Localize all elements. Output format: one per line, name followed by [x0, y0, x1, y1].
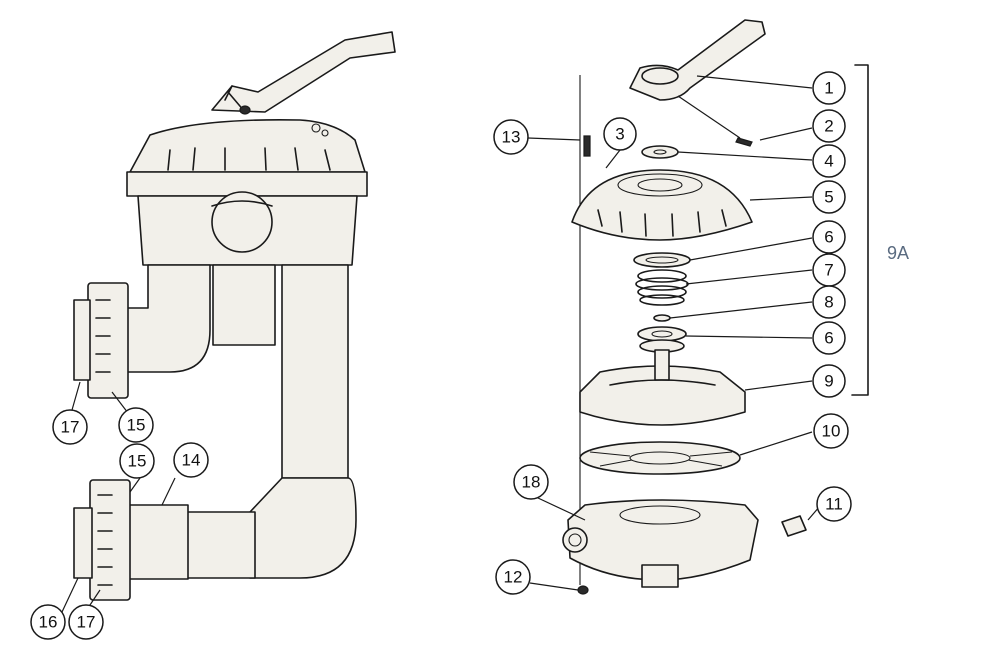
callout-18-label: 18 — [522, 473, 541, 492]
callout-12-label: 12 — [504, 568, 523, 587]
callout-1-label: 1 — [824, 79, 833, 98]
callout-11-label: 11 — [825, 495, 843, 514]
screw-13 — [583, 135, 591, 157]
valve-base-18 — [567, 499, 759, 581]
oring-6-lower — [637, 326, 687, 342]
callout-7-label: 7 — [824, 261, 833, 280]
callout-7: 7 — [812, 253, 846, 287]
callout-10-label: 10 — [822, 422, 841, 441]
callout-6-lower-label: 6 — [824, 329, 833, 348]
callout-17-lower-label: 17 — [77, 613, 96, 632]
lower-elbow — [249, 477, 357, 579]
oring-6-upper — [633, 252, 691, 268]
callout-10: 10 — [813, 413, 849, 449]
exploded-view: 9A — [562, 19, 909, 595]
lower-union — [73, 479, 131, 601]
group-9a-label: 9A — [887, 243, 909, 263]
assembled-valve — [73, 31, 396, 601]
callout-3-label: 3 — [615, 125, 624, 144]
lower-pipe — [184, 511, 256, 579]
callout-9: 9 — [812, 364, 846, 398]
callout-15-lower: 15 — [119, 443, 155, 479]
callout-11: 11 — [816, 486, 852, 522]
callout-14-label: 14 — [182, 451, 201, 470]
callout-15-upper-label: 15 — [127, 416, 146, 435]
assembled-handle — [211, 31, 396, 113]
callout-6-lower: 6 — [812, 321, 846, 355]
callout-17-lower: 17 — [68, 604, 104, 640]
leader-lines — [61, 75, 821, 613]
callout-5-label: 5 — [824, 188, 833, 207]
callout-5: 5 — [812, 180, 846, 214]
callout-17-upper-label: 17 — [61, 418, 80, 437]
callout-6-upper-label: 6 — [824, 228, 833, 247]
callout-9-label: 9 — [824, 372, 833, 391]
callout-4: 4 — [812, 144, 846, 178]
callout-17-upper: 17 — [52, 409, 88, 445]
rotor-9 — [579, 365, 746, 426]
right-vertical-pipe — [281, 264, 349, 479]
callout-4-label: 4 — [824, 152, 833, 171]
callout-18: 18 — [513, 464, 549, 500]
callout-14: 14 — [173, 442, 209, 478]
callout-6-upper: 6 — [812, 220, 846, 254]
screw-2 — [735, 137, 753, 147]
callout-8-label: 8 — [824, 293, 833, 312]
pipe-adapter — [127, 504, 189, 580]
callout-3: 3 — [603, 117, 637, 151]
gasket-10 — [579, 441, 741, 475]
washer-4 — [641, 145, 679, 159]
callout-12: 12 — [495, 559, 531, 595]
plug-12 — [577, 585, 589, 595]
callout-16-label: 16 — [39, 613, 58, 632]
callout-13-label: 13 — [502, 128, 521, 147]
handle-part — [629, 19, 766, 101]
callout-16: 16 — [30, 604, 66, 640]
cover-5 — [571, 169, 753, 241]
callout-8: 8 — [812, 285, 846, 319]
plug-11 — [781, 515, 807, 537]
callout-1: 1 — [812, 71, 846, 105]
callout-15-upper: 15 — [118, 407, 154, 443]
upper-elbow-pipe — [124, 264, 211, 373]
callout-15-lower-label: 15 — [128, 452, 147, 471]
group-9a-bracket — [851, 64, 869, 396]
callout-13: 13 — [493, 119, 529, 155]
upper-union — [73, 282, 129, 399]
washer-8 — [653, 314, 671, 322]
callout-2-label: 2 — [824, 117, 833, 136]
assembled-cover — [129, 119, 366, 173]
callout-2: 2 — [812, 109, 846, 143]
spring-7 — [635, 269, 689, 306]
